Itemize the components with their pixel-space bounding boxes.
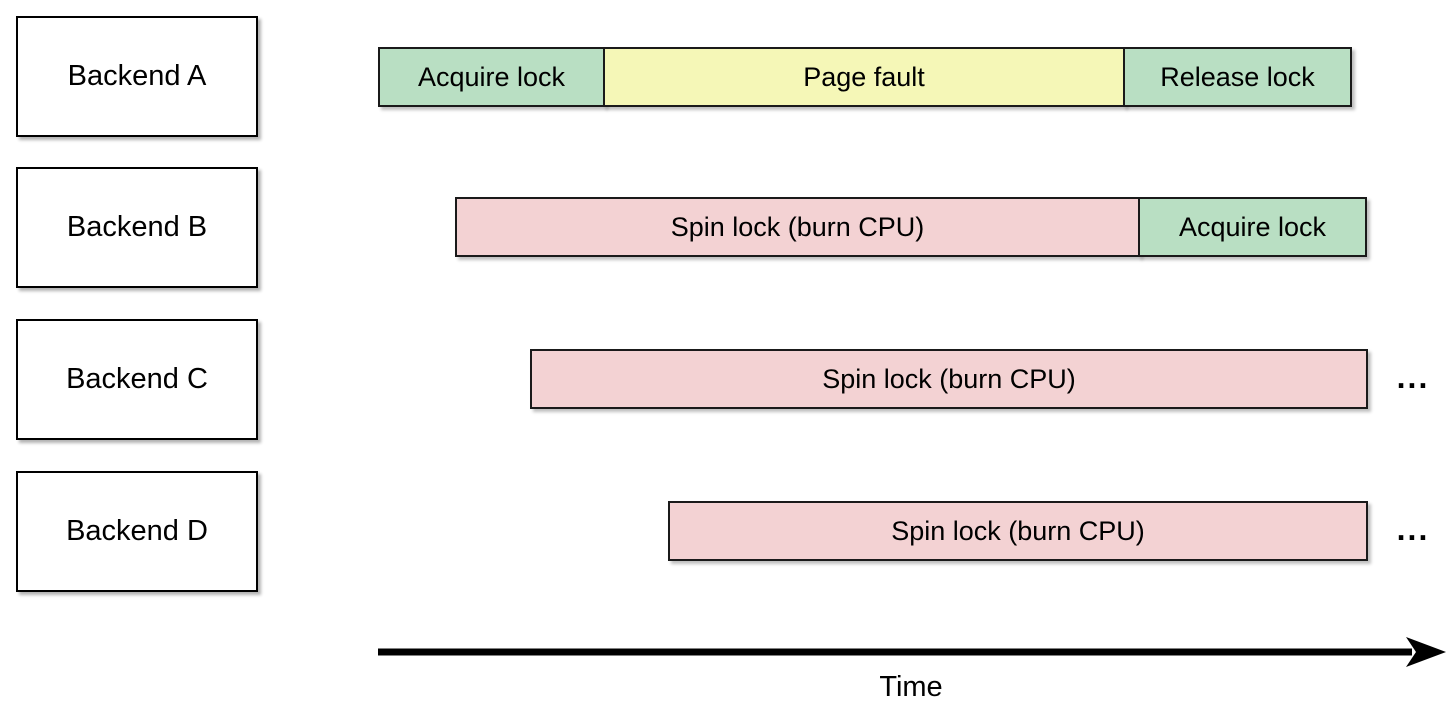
backend-c-label: Backend C: [66, 363, 208, 395]
backend-b-box: Backend B: [16, 167, 258, 288]
backend-b-acquire-lock-bar: Acquire lock: [1138, 197, 1367, 257]
backend-a-acquire-lock-bar: Acquire lock: [378, 47, 605, 107]
bar-label: Page fault: [803, 61, 925, 92]
backend-a-release-lock-bar: Release lock: [1123, 47, 1352, 107]
backend-c-spin-lock-bar: Spin lock (burn CPU): [530, 349, 1368, 409]
bar-label: Acquire lock: [417, 61, 566, 92]
backend-a-box: Backend A: [16, 16, 258, 137]
backend-b-label: Backend B: [66, 211, 208, 243]
bar-label: Acquire lock: [1178, 211, 1327, 242]
time-axis-label: Time: [879, 671, 943, 703]
backend-d-label: Backend D: [66, 515, 208, 547]
backend-d-spin-lock-bar: Spin lock (burn CPU): [668, 501, 1368, 561]
bar-label: Spin lock (burn CPU): [891, 515, 1145, 546]
backend-c-continuation-ellipsis: ...: [1396, 359, 1430, 395]
backend-d-box: Backend D: [16, 471, 258, 592]
backend-b-spin-lock-bar: Spin lock (burn CPU): [455, 197, 1140, 257]
bar-label: Spin lock (burn CPU): [670, 211, 925, 242]
bar-label: Spin lock (burn CPU): [822, 363, 1076, 394]
backend-c-box: Backend C: [16, 319, 258, 440]
bar-label: Release lock: [1160, 61, 1315, 92]
backend-a-page-fault-bar: Page fault: [603, 47, 1125, 107]
backend-d-continuation-ellipsis: ...: [1396, 511, 1430, 547]
backend-a-label: Backend A: [67, 60, 207, 92]
time-axis-arrow: [378, 637, 1446, 667]
